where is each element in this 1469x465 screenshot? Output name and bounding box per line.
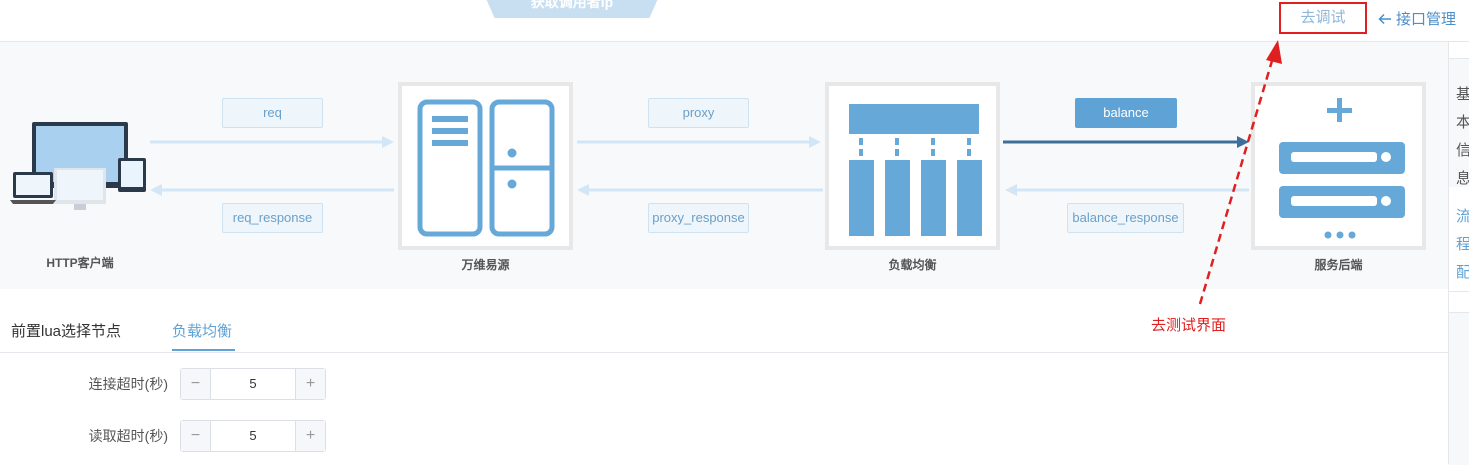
side-tab-flow-config[interactable]: 流 程 配 置: [1449, 187, 1469, 292]
balancer-label: 负载均衡: [888, 258, 937, 272]
api-title-tab: 获取调用者ip: [484, 0, 660, 18]
read-timeout-stepper: − +: [180, 420, 326, 452]
annotation-label: 去测试界面: [1151, 317, 1227, 334]
req-response-tag[interactable]: req_response: [222, 203, 323, 233]
req-tag[interactable]: req: [222, 98, 323, 128]
proxy-arrow: [577, 136, 821, 148]
connect-timeout-increase-button[interactable]: +: [295, 369, 325, 399]
read-timeout-decrease-button[interactable]: −: [181, 421, 211, 451]
tab-load-balance[interactable]: 负载均衡: [172, 323, 233, 340]
balancer-node: [825, 82, 1000, 250]
active-tab-indicator: [172, 349, 235, 351]
proxy-tag[interactable]: proxy: [648, 98, 749, 128]
back-link-label: 接口管理: [1396, 11, 1457, 28]
debug-button[interactable]: 去调试: [1279, 2, 1367, 34]
read-timeout-label: 读取超时(秒): [88, 428, 168, 444]
connect-timeout-stepper: − +: [180, 368, 326, 400]
config-tabs: 前置lua选择节点 负载均衡: [0, 290, 1448, 353]
flow-diagram: HTTP客户端 万维易源: [0, 42, 1448, 289]
tab-pre-lua[interactable]: 前置lua选择节点: [11, 323, 122, 340]
connect-timeout-label: 连接超时(秒): [88, 376, 168, 392]
proxy-response-arrow: [577, 184, 823, 196]
proxy-response-tag[interactable]: proxy_response: [648, 203, 749, 233]
side-tab-empty[interactable]: [1449, 312, 1469, 465]
balance-arrow: [1003, 136, 1249, 148]
annotation-arrow: [1198, 40, 1282, 305]
connect-timeout-decrease-button[interactable]: −: [181, 369, 211, 399]
server-rack-icon: [1279, 98, 1405, 239]
balance-response-arrow: [1005, 184, 1249, 196]
backend-node: [1251, 82, 1426, 250]
arrow-left-icon: [1378, 13, 1391, 24]
load-balancer-icon: [849, 104, 982, 236]
balance-response-tag[interactable]: balance_response: [1067, 203, 1184, 233]
read-timeout-input[interactable]: [211, 421, 295, 451]
client-label: HTTP客户端: [46, 256, 114, 270]
backend-label: 服务后端: [1314, 258, 1363, 272]
gateway-label: 万维易源: [461, 258, 510, 272]
back-to-api-management-link[interactable]: 接口管理: [1378, 8, 1456, 29]
side-tab-basic-info[interactable]: 基 本 信 息: [1449, 58, 1469, 188]
connect-timeout-input[interactable]: [211, 369, 295, 399]
balance-tag[interactable]: balance: [1075, 98, 1177, 128]
gateway-node: [398, 82, 573, 250]
devices-icon: [10, 122, 146, 210]
side-tab-panel: 基 本 信 息 流 程 配 置: [1448, 42, 1469, 465]
read-timeout-increase-button[interactable]: +: [295, 421, 325, 451]
server-cabinet-icon: [417, 99, 555, 237]
req-arrow: [150, 136, 394, 148]
top-bar: 获取调用者ip 去调试 接口管理: [0, 0, 1469, 42]
req-response-arrow: [150, 184, 394, 196]
